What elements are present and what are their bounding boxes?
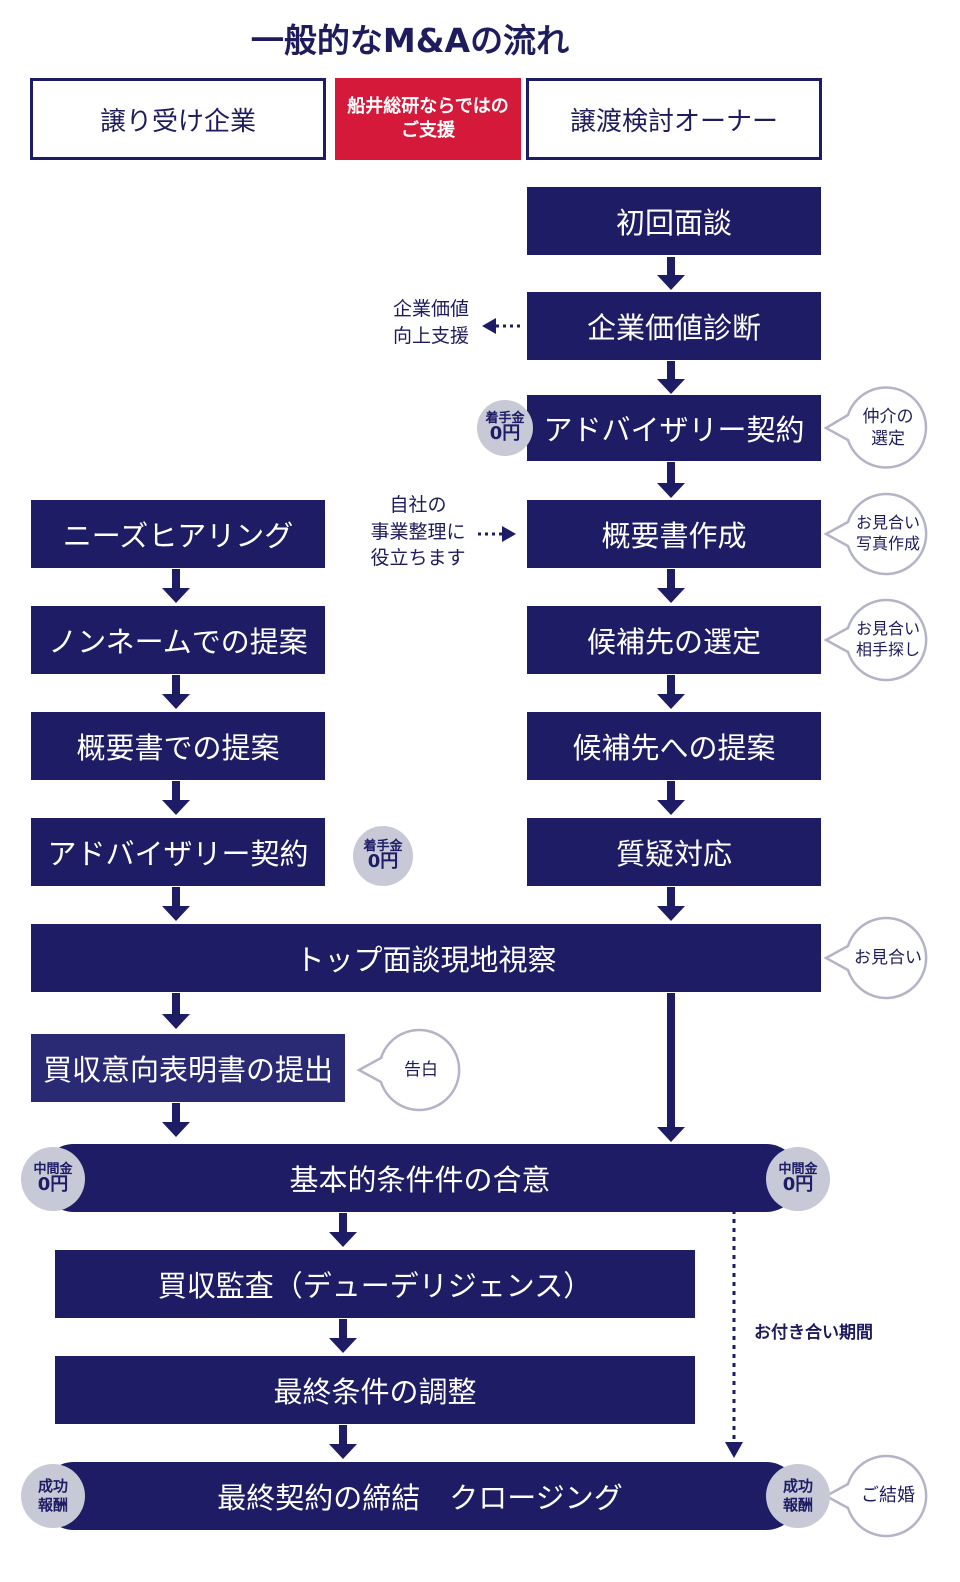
seller-header: 譲渡検討オーナー [526,78,822,160]
retainer-value: 0円 [489,423,521,445]
retainer-value: 0円 [367,851,399,873]
buyer-arrows [162,569,357,1459]
success-fee-label: 成功 報酬 [37,1477,68,1514]
interim-badge-buyer: 中間金 0円 [21,1147,85,1211]
retainer-badge-seller: 着手金 0円 [477,400,533,456]
step-summary-creation: 概要書作成 [527,500,821,568]
step-summary-proposal: 概要書での提案 [31,712,325,780]
interim-label: 中間金 [778,1161,818,1177]
step-top-meeting: トップ面談現地視察 [31,924,821,992]
note-relationship-period: お付き合い期間 [754,1323,873,1343]
retainer-label: 着手金 [485,410,525,426]
step-closing: 最終契約の締結 クロージング [40,1462,800,1530]
step-nonname-proposal: ノンネームでの提案 [31,606,325,674]
bubble-photo: お見合い 写真作成 [855,513,920,553]
retainer-label: 着手金 [363,838,403,854]
bubble-shapes [356,386,928,1538]
step-needs-hearing: ニーズヒアリング [31,500,325,568]
interim-value: 0円 [37,1174,69,1196]
step-candidate-proposal: 候補先への提案 [527,712,821,780]
step-candidate-selection: 候補先の選定 [527,606,821,674]
step-seller-advisory-contract: アドバイザリー契約 [527,395,821,461]
step-valuation: 企業価値診断 [527,292,821,360]
buyer-header: 譲り受け企業 [30,78,326,160]
interim-badge-seller: 中間金 0円 [766,1147,830,1211]
step-buyer-advisory-contract: アドバイザリー契約 [31,818,325,886]
note-self-organization: 自社の 事業整理に 役立ちます [370,494,466,570]
seller-arrows [657,257,685,1142]
bubble-matchmaker: 仲介の 選定 [862,406,914,449]
success-fee-badge-seller: 成功 報酬 [766,1464,830,1528]
page-title: 一般的なM&Aの流れ [250,21,570,60]
step-qa: 質疑対応 [527,818,821,886]
retainer-badge-buyer: 着手金 0円 [353,826,413,886]
interim-label: 中間金 [33,1161,73,1177]
step-due-diligence: 買収監査（デューデリジェンス） [55,1250,695,1318]
step-loi: 買収意向表明書の提出 [31,1034,345,1102]
funai-support-header: 船井総研ならではのご支援 [335,78,521,160]
note-value-support: 企業価値 向上支援 [392,298,469,347]
success-fee-label: 成功 報酬 [782,1477,813,1514]
step-first-meeting: 初回面談 [527,187,821,255]
step-final-adjustment: 最終条件の調整 [55,1356,695,1424]
bubble-marriage: ご結婚 [861,1485,915,1507]
bubble-confession: 告白 [404,1059,438,1080]
interim-value: 0円 [782,1174,814,1196]
bubble-meeting: お見合い [854,947,922,968]
dotted-arrows [478,318,743,1458]
step-basic-agreement: 基本的条件件の合意 [40,1144,800,1212]
success-fee-badge-buyer: 成功 報酬 [21,1464,85,1528]
bubble-partner: お見合い 相手探し [855,619,920,659]
